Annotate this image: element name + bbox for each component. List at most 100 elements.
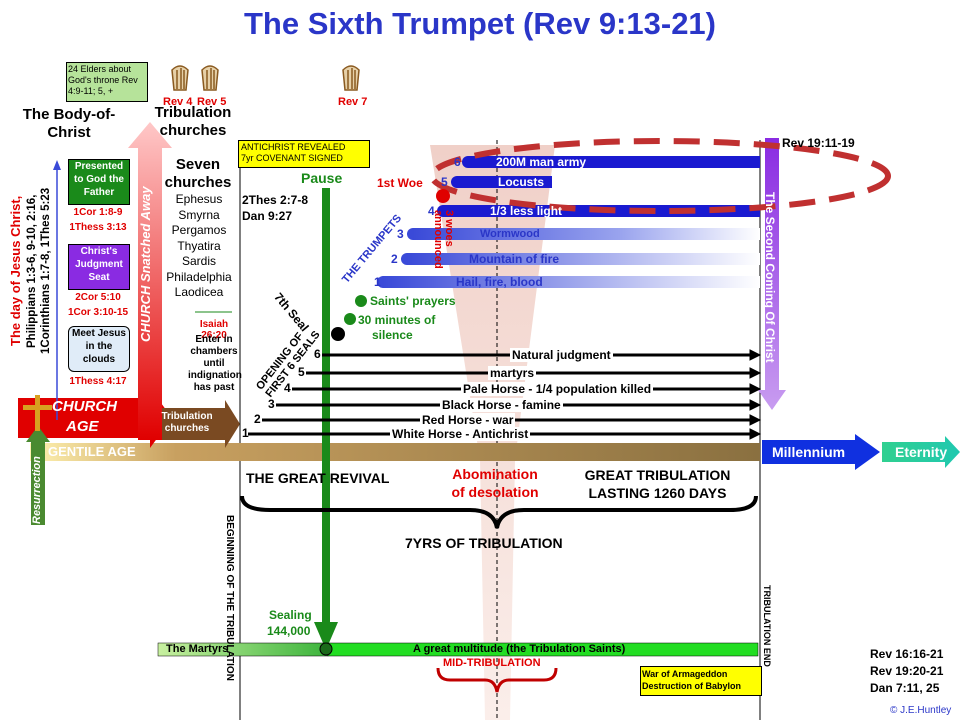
saints-prayers-dot xyxy=(355,295,367,307)
great-tribulation-line1: GREAT TRIBULATION xyxy=(584,467,731,483)
martyrs-label: The Martyrs xyxy=(166,643,229,655)
seal-label: Pale Horse - 1/4 population killed xyxy=(461,382,654,396)
trumpet-number: 6 xyxy=(454,155,461,169)
eternity-arrow xyxy=(882,436,960,468)
church-list: Ephesus Smyrna Pergamos Thyatira Sardis … xyxy=(160,192,238,301)
resurrection-arrow xyxy=(26,426,50,525)
trumpet-number: 1 xyxy=(374,275,381,289)
tribulation-end-label: TRIBULATION END xyxy=(762,585,772,667)
church-snatched-label: CHURCH Snatched Away xyxy=(138,186,153,342)
page-title: The Sixth Trumpet (Rev 9:13-21) xyxy=(243,6,716,41)
rev5-label: Rev 5 xyxy=(197,96,227,108)
bottom-ref: Rev 19:20-21 xyxy=(870,664,944,678)
thes-ref1: 2Thes 2:7-8 xyxy=(242,193,309,207)
step-meet-jesus: Meet Jesus in the clouds xyxy=(68,326,130,372)
abomination-line1: Abomination xyxy=(452,466,538,482)
trumpet-label: Locusts xyxy=(498,175,545,189)
seal-number: 5 xyxy=(298,365,305,379)
great-tribulation-line2: LASTING 1260 DAYS xyxy=(588,485,727,501)
beginning-tribulation-label: BEGINNING OF THE TRIBULATION xyxy=(224,515,235,681)
armageddon-line1: War of Armageddon xyxy=(642,669,728,679)
church-age-line2: AGE xyxy=(66,418,99,435)
seal-label: White Horse - Antichrist xyxy=(390,427,531,441)
seal-number: 1 xyxy=(242,426,249,440)
step-presented-ref2: 1Thess 3:13 xyxy=(69,222,127,233)
church-item: Philadelphia xyxy=(166,269,232,284)
bottom-ref: Dan 7:11, 25 xyxy=(870,681,940,695)
church-item: Pergamos xyxy=(171,223,227,237)
tribulation-churches-arrow-label: Tribulation churches xyxy=(161,411,213,434)
church-snatched-arrow xyxy=(128,122,172,440)
seal-label: Red Horse - war xyxy=(420,413,516,427)
harp-icons xyxy=(171,65,360,91)
silence-line1: 30 minutes of xyxy=(358,313,436,327)
body-of-christ-heading: The Body-of-Christ xyxy=(22,106,116,141)
abomination-line2: of desolation xyxy=(451,484,539,500)
bottom-refs: Rev 16:16-21 Rev 19:20-21 Dan 7:11, 25 xyxy=(870,646,943,697)
rev7-label: Rev 7 xyxy=(338,96,368,108)
step-presented: Presented to God the Father xyxy=(68,159,130,205)
millennium-label: Millennium xyxy=(772,444,846,460)
sealing-line2: 144,000 xyxy=(267,624,311,638)
great-tribulation-label: GREAT TRIBULATION LASTING 1260 DAYS xyxy=(565,466,750,502)
armageddon-line2: Destruction of Babylon xyxy=(642,681,742,691)
day-of-christ-title: The day of Jesus Christ, xyxy=(8,195,23,347)
trumpet-label: Mountain of fire xyxy=(469,252,559,266)
gentile-age-bar xyxy=(30,443,760,461)
woes-announced-label: 3 woes announced xyxy=(432,210,455,269)
step-judgment-ref2: 1Cor 3:10-15 xyxy=(67,307,129,318)
elders-box: 24 Elders about God's throne Rev 4:9-11;… xyxy=(66,62,148,102)
seal-label: Natural judgment xyxy=(510,348,613,362)
isaiah-ref: Isaiah 26:20 xyxy=(199,319,229,341)
church-item: Thyatira xyxy=(177,238,221,253)
church-item: Smyrna xyxy=(178,207,220,222)
antichrist-box: ANTICHRIST REVEALED 7yr COVENANT SIGNED xyxy=(238,140,370,168)
mid-tribulation-label: MID-TRIBULATION xyxy=(443,657,541,669)
tribulation-churches-arrow xyxy=(152,400,240,448)
step-judgment-ref1: 2Cor 5:10 xyxy=(75,292,121,303)
copyright: © J.E.Huntley xyxy=(890,705,952,716)
trumpet-label: 1/3 less light xyxy=(490,204,563,218)
rev4-label: Rev 4 xyxy=(163,96,193,108)
seal-number: 6 xyxy=(314,347,321,361)
first-woe-label: 1st Woe xyxy=(377,176,423,190)
church-item: Laodicea xyxy=(174,285,224,299)
trumpet-number: 3 xyxy=(397,227,404,241)
seal-number: 3 xyxy=(268,397,275,411)
seal-label: Black Horse - famine xyxy=(440,398,563,412)
eternity-label: Eternity xyxy=(895,444,948,460)
isaiah-text: Enter in chambers until indignation has … xyxy=(188,334,242,393)
seal-number: 2 xyxy=(254,412,261,426)
trumpet-label: 200M man army xyxy=(496,155,587,169)
rev19-top-ref: Rev 19:11-19 xyxy=(782,136,855,150)
church-age-line1: CHURCH xyxy=(52,398,117,415)
trumpet-number: 4 xyxy=(428,204,435,218)
gentile-age-label: GENTILE AGE xyxy=(48,444,136,459)
first-woe-dot xyxy=(436,189,450,203)
great-revival-label: THE GREAT REVIVAL xyxy=(246,470,390,486)
seven-churches-heading: Seven churches xyxy=(164,156,232,191)
sealing-line1: Sealing xyxy=(269,608,312,622)
tribulation-churches-heading: Tribulation churches xyxy=(154,104,232,139)
step-presented-ref1: 1Cor 1:8-9 xyxy=(73,207,123,218)
thes-ref2: Dan 9:27 xyxy=(242,209,293,223)
resurrection-label: Resurrection xyxy=(31,456,43,524)
step-judgment-seat: Christ's Judgment Seat xyxy=(68,244,130,290)
trumpet-number: 2 xyxy=(391,252,398,266)
millennium-arrow xyxy=(762,434,880,470)
day-of-christ-refs1: Philippians 1:3-6, 9-10, 2:16, xyxy=(26,194,38,348)
seal-label: martyrs xyxy=(488,366,537,380)
multitude-label: A great multitude (the Tribulation Saint… xyxy=(413,643,626,655)
silence-line2: silence xyxy=(372,328,413,342)
church-item: Ephesus xyxy=(175,192,223,206)
church-item: Sardis xyxy=(181,254,216,268)
antichrist-line1: ANTICHRIST REVEALED xyxy=(241,142,346,152)
abomination-label: Abomination of desolation xyxy=(435,465,555,501)
second-coming-label: The Second Coming Of Christ xyxy=(763,192,777,363)
sixth-trumpet-highlight xyxy=(429,138,891,214)
day-of-christ-refs2: 1Corinthians 1:7-8, 1Thes 5:23 xyxy=(40,187,52,355)
silence-dot xyxy=(344,313,356,325)
armageddon-box: War of Armageddon Destruction of Babylon xyxy=(640,666,762,696)
trumpet-label: Wormwood xyxy=(480,228,540,240)
